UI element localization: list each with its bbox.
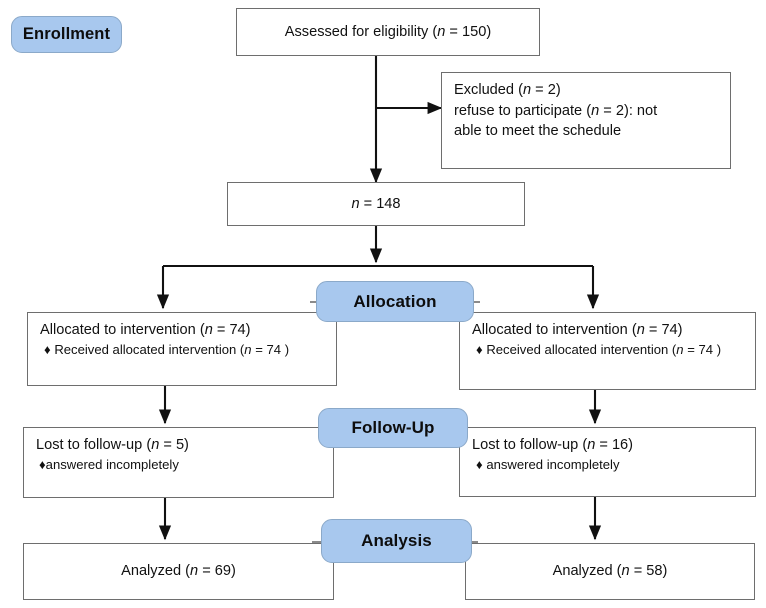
node-allocated-right: Allocated to intervention (n = 74) ♦ Rec… [459,312,756,390]
node-excluded: Excluded (n = 2) refuse to participate (… [441,72,731,169]
stage-badge-enrollment-label: Enrollment [22,25,111,43]
node-followup-left: Lost to follow-up (n = 5) ♦answered inco… [23,427,334,498]
node-allocated-left: Allocated to intervention (n = 74) ♦ Rec… [27,312,337,386]
stage-badge-allocation: Allocation [316,281,474,322]
node-assessed-for-eligibility: Assessed for eligibility (n = 150) [236,8,540,56]
node-allocated-right-line-2: ♦ Received allocated intervention (n = 7… [476,341,722,357]
node-excluded-line-2: refuse to participate (n = 2): not [454,102,658,119]
node-analyzed-right-line-1: Analyzed (n = 58) [552,563,668,580]
stage-badge-analysis: Analysis [321,519,472,563]
node-assessed-line-1: Assessed for eligibility (n = 150) [284,23,492,40]
stage-badge-followup: Follow-Up [318,408,468,448]
node-allocated-right-line-1: Allocated to intervention (n = 74) [472,322,683,338]
node-followup-left-line-2: ♦answered incompletely [39,456,179,472]
node-excluded-line-1: Excluded (n = 2) [454,82,561,98]
node-followup-left-line-1: Lost to follow-up (n = 5) [36,437,189,453]
node-followup-right-line-2: ♦ answered incompletely [476,456,620,472]
stage-badge-allocation-label: Allocation [353,291,437,311]
node-allocated-left-line-2: ♦ Received allocated intervention (n = 7… [44,341,290,357]
stage-badge-enrollment: Enrollment [11,16,122,53]
node-allocated-left-line-1: Allocated to intervention (n = 74) [40,322,251,338]
stage-badge-followup-label: Follow-Up [351,418,435,437]
node-followup-right-line-1: Lost to follow-up (n = 16) [472,437,634,453]
node-analyzed-left-line-1: Analyzed (n = 69) [121,563,236,580]
stage-badge-analysis-label: Analysis [361,531,432,550]
node-randomized-line-1: n = 148 [351,195,401,212]
node-analyzed-right: Analyzed (n = 58) [465,543,755,600]
node-analyzed-left: Analyzed (n = 69) [23,543,334,600]
node-randomized: n = 148 [227,182,525,226]
node-excluded-line-3: able to meet the schedule [454,123,622,140]
node-followup-right: Lost to follow-up (n = 16) ♦ answered in… [459,427,756,497]
